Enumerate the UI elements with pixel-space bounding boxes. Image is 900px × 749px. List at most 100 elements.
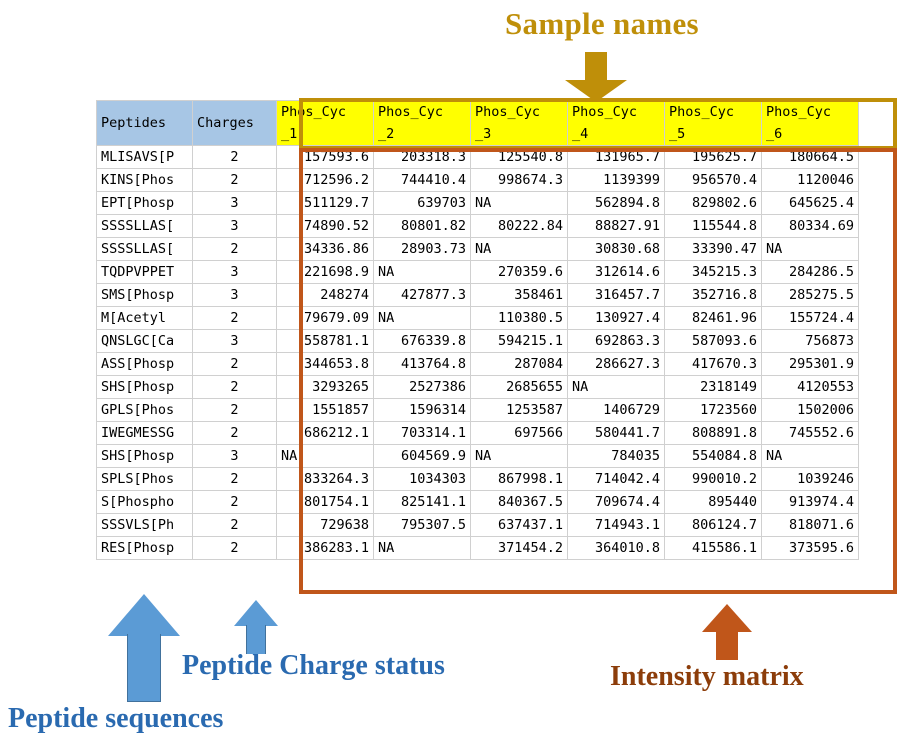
column-header-sample-1[interactable]: Phos_Cyc _1 (276, 100, 374, 146)
cell-intensity-sample-4[interactable]: NA (567, 375, 665, 399)
cell-intensity-sample-1[interactable]: 511129.7 (276, 191, 374, 215)
cell-intensity-sample-3[interactable]: 125540.8 (470, 145, 568, 169)
cell-intensity-sample-5[interactable]: 415586.1 (664, 536, 762, 560)
cell-intensity-sample-6[interactable]: 745552.6 (761, 421, 859, 445)
cell-intensity-sample-6[interactable]: 1120046 (761, 168, 859, 192)
cell-intensity-sample-2[interactable]: 795307.5 (373, 513, 471, 537)
cell-intensity-sample-4[interactable]: 1406729 (567, 398, 665, 422)
cell-intensity-sample-4[interactable]: 316457.7 (567, 283, 665, 307)
cell-peptide[interactable]: RES[Phosp (96, 536, 193, 560)
cell-intensity-sample-3[interactable]: 2685655 (470, 375, 568, 399)
cell-intensity-sample-2[interactable]: 28903.73 (373, 237, 471, 261)
cell-intensity-sample-2[interactable]: 80801.82 (373, 214, 471, 238)
cell-peptide[interactable]: SSSSLLAS[ (96, 237, 193, 261)
cell-intensity-sample-3[interactable]: 80222.84 (470, 214, 568, 238)
cell-intensity-sample-5[interactable]: 1723560 (664, 398, 762, 422)
cell-intensity-sample-1[interactable]: NA (276, 444, 374, 468)
cell-intensity-sample-5[interactable]: 345215.3 (664, 260, 762, 284)
cell-intensity-sample-1[interactable]: 157593.6 (276, 145, 374, 169)
cell-intensity-sample-2[interactable]: 825141.1 (373, 490, 471, 514)
cell-intensity-sample-6[interactable]: 180664.5 (761, 145, 859, 169)
cell-charge[interactable]: 3 (192, 260, 277, 284)
cell-intensity-sample-1[interactable]: 712596.2 (276, 168, 374, 192)
cell-intensity-sample-1[interactable]: 248274 (276, 283, 374, 307)
cell-charge[interactable]: 3 (192, 214, 277, 238)
cell-intensity-sample-2[interactable]: 639703 (373, 191, 471, 215)
cell-peptide[interactable]: SMS[Phosp (96, 283, 193, 307)
cell-intensity-sample-2[interactable]: NA (373, 536, 471, 560)
cell-intensity-sample-1[interactable]: 74890.52 (276, 214, 374, 238)
cell-peptide[interactable]: M[Acetyl (96, 306, 193, 330)
column-header-sample-3[interactable]: Phos_Cyc _3 (470, 100, 568, 146)
cell-intensity-sample-5[interactable]: 82461.96 (664, 306, 762, 330)
cell-intensity-sample-1[interactable]: 79679.09 (276, 306, 374, 330)
cell-intensity-sample-3[interactable]: 840367.5 (470, 490, 568, 514)
cell-intensity-sample-4[interactable]: 88827.91 (567, 214, 665, 238)
cell-intensity-sample-6[interactable]: NA (761, 237, 859, 261)
cell-intensity-sample-1[interactable]: 34336.86 (276, 237, 374, 261)
cell-intensity-sample-3[interactable]: 287084 (470, 352, 568, 376)
cell-charge[interactable]: 2 (192, 375, 277, 399)
cell-intensity-sample-3[interactable]: 867998.1 (470, 467, 568, 491)
cell-intensity-sample-5[interactable]: 417670.3 (664, 352, 762, 376)
cell-intensity-sample-5[interactable]: 115544.8 (664, 214, 762, 238)
cell-intensity-sample-1[interactable]: 801754.1 (276, 490, 374, 514)
cell-intensity-sample-6[interactable]: 1039246 (761, 467, 859, 491)
cell-intensity-sample-2[interactable]: 203318.3 (373, 145, 471, 169)
cell-intensity-sample-1[interactable]: 344653.8 (276, 352, 374, 376)
cell-intensity-sample-3[interactable]: 697566 (470, 421, 568, 445)
cell-intensity-sample-6[interactable]: 373595.6 (761, 536, 859, 560)
cell-intensity-sample-4[interactable]: 692863.3 (567, 329, 665, 353)
cell-charge[interactable]: 2 (192, 536, 277, 560)
cell-charge[interactable]: 2 (192, 467, 277, 491)
cell-charge[interactable]: 3 (192, 191, 277, 215)
cell-intensity-sample-6[interactable]: 756873 (761, 329, 859, 353)
cell-intensity-sample-6[interactable]: 284286.5 (761, 260, 859, 284)
peptide-intensity-table[interactable]: Peptides Charges Phos_Cyc _1 Phos_Cyc _2… (96, 100, 859, 560)
cell-intensity-sample-2[interactable]: 604569.9 (373, 444, 471, 468)
cell-intensity-sample-6[interactable]: 1502006 (761, 398, 859, 422)
cell-intensity-sample-3[interactable]: 358461 (470, 283, 568, 307)
cell-intensity-sample-1[interactable]: 729638 (276, 513, 374, 537)
column-header-sample-5[interactable]: Phos_Cyc _5 (664, 100, 762, 146)
cell-charge[interactable]: 2 (192, 237, 277, 261)
cell-intensity-sample-4[interactable]: 562894.8 (567, 191, 665, 215)
cell-intensity-sample-5[interactable]: 829802.6 (664, 191, 762, 215)
cell-intensity-sample-2[interactable]: NA (373, 306, 471, 330)
cell-intensity-sample-6[interactable]: 913974.4 (761, 490, 859, 514)
cell-intensity-sample-6[interactable]: 80334.69 (761, 214, 859, 238)
cell-intensity-sample-5[interactable]: 806124.7 (664, 513, 762, 537)
column-header-sample-6[interactable]: Phos_Cyc _6 (761, 100, 859, 146)
cell-peptide[interactable]: ASS[Phosp (96, 352, 193, 376)
cell-intensity-sample-3[interactable]: NA (470, 444, 568, 468)
cell-intensity-sample-4[interactable]: 1139399 (567, 168, 665, 192)
cell-intensity-sample-2[interactable]: 676339.8 (373, 329, 471, 353)
cell-intensity-sample-2[interactable]: 427877.3 (373, 283, 471, 307)
cell-charge[interactable]: 2 (192, 513, 277, 537)
column-header-sample-2[interactable]: Phos_Cyc _2 (373, 100, 471, 146)
cell-charge[interactable]: 3 (192, 283, 277, 307)
cell-intensity-sample-1[interactable]: 558781.1 (276, 329, 374, 353)
cell-intensity-sample-4[interactable]: 286627.3 (567, 352, 665, 376)
cell-peptide[interactable]: TQDPVPPET (96, 260, 193, 284)
column-header-peptides[interactable]: Peptides (96, 100, 193, 146)
cell-intensity-sample-5[interactable]: 956570.4 (664, 168, 762, 192)
cell-intensity-sample-2[interactable]: 703314.1 (373, 421, 471, 445)
cell-intensity-sample-4[interactable]: 312614.6 (567, 260, 665, 284)
cell-charge[interactable]: 3 (192, 329, 277, 353)
cell-peptide[interactable]: EPT[Phosp (96, 191, 193, 215)
cell-intensity-sample-3[interactable]: 998674.3 (470, 168, 568, 192)
cell-charge[interactable]: 3 (192, 444, 277, 468)
cell-intensity-sample-5[interactable]: 587093.6 (664, 329, 762, 353)
